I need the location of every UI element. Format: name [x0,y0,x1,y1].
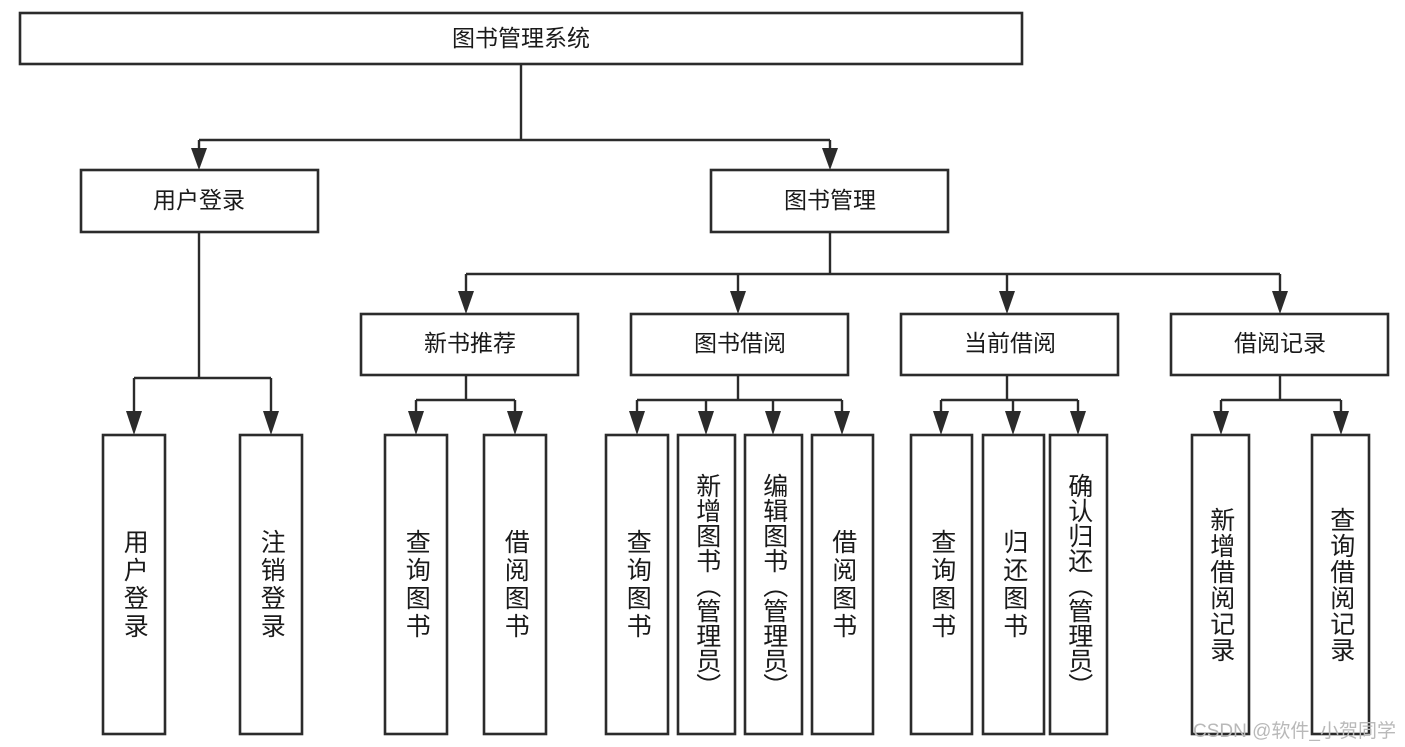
node-book-borrow-box[interactable] [629,312,850,377]
node-book-borrow[interactable]: 图书借阅 [629,312,850,377]
leaf-logout-box[interactable] [238,433,304,736]
csdn-watermark: CSDN @软件_小贺同学 [1193,721,1396,742]
node-root-box[interactable] [18,11,1024,66]
leaf-edit-book-admin-box[interactable] [743,433,804,736]
arrow-head-leaf-query-book-recommend [408,411,424,435]
node-user-login-label: 用户登录 [153,187,245,213]
leaf-query-borrow-record-box[interactable] [1310,433,1371,736]
arrow-head-user-login [191,148,207,170]
arrow-head-leaf-borrow-book [834,411,850,435]
node-book-borrow-label: 图书借阅 [694,330,786,356]
node-current-borrow[interactable]: 当前借阅 [899,312,1120,377]
node-current-borrow-label: 当前借阅 [964,330,1056,356]
arrow-head-leaf-add-book-admin [698,411,714,435]
arrow-head-leaf-query-book-current [933,411,949,435]
leaf-query-book-borrow-box[interactable] [604,433,670,736]
leaf-return-book-box[interactable] [981,433,1046,736]
arrow-head-book-borrow [730,291,746,314]
arrow-head-new-book-recommend [458,291,474,314]
arrow-head-leaf-edit-book-admin [765,411,781,435]
arrow-head-leaf-query-borrow-record [1333,411,1349,435]
arrow-head-leaf-borrow-book-recommend [507,411,523,435]
node-new-book-recommend[interactable]: 新书推荐 [359,312,580,377]
node-new-book-recommend-label: 新书推荐 [424,330,516,356]
node-book-management-label: 图书管理 [784,187,876,213]
node-layer: 图书管理系统 用户登录 图书管理 新书推荐 图书借阅 当前 [18,11,1390,736]
edge-layer [126,64,1349,435]
leaf-borrow-book-recommend-box[interactable] [482,433,548,736]
leaf-user-login-box[interactable] [101,433,167,736]
node-book-management[interactable]: 图书管理 [709,168,950,234]
leaf-borrow-book-box[interactable] [810,433,875,736]
node-borrow-records-label: 借阅记录 [1234,330,1326,356]
node-borrow-records-box[interactable] [1169,312,1390,377]
leaf-add-book-admin-box[interactable] [676,433,737,736]
arrow-head-leaf-query-book-borrow [629,411,645,435]
arrow-head-borrow-records [1272,291,1288,314]
leaf-add-borrow-record-box[interactable] [1190,433,1251,736]
node-borrow-records[interactable]: 借阅记录 [1169,312,1390,377]
node-root-label: 图书管理系统 [452,25,590,51]
node-book-management-box[interactable] [709,168,950,234]
arrow-head-leaf-user-login [126,411,142,435]
arrow-head-book-management [822,148,838,170]
leaf-query-book-current-box[interactable] [909,433,974,736]
node-user-login[interactable]: 用户登录 [79,168,320,234]
leaf-confirm-return-admin-box[interactable] [1048,433,1109,736]
arrow-head-leaf-confirm-return-admin [1070,411,1086,435]
node-current-borrow-box[interactable] [899,312,1120,377]
leaf-query-book-recommend-box[interactable] [383,433,449,736]
arrow-head-current-borrow [999,291,1015,314]
node-root[interactable]: 图书管理系统 [18,11,1024,66]
node-new-book-recommend-box[interactable] [359,312,580,377]
node-user-login-box[interactable] [79,168,320,234]
arrow-head-leaf-return-book [1005,411,1021,435]
arrow-head-leaf-add-borrow-record [1213,411,1229,435]
arrow-head-leaf-logout [263,411,279,435]
